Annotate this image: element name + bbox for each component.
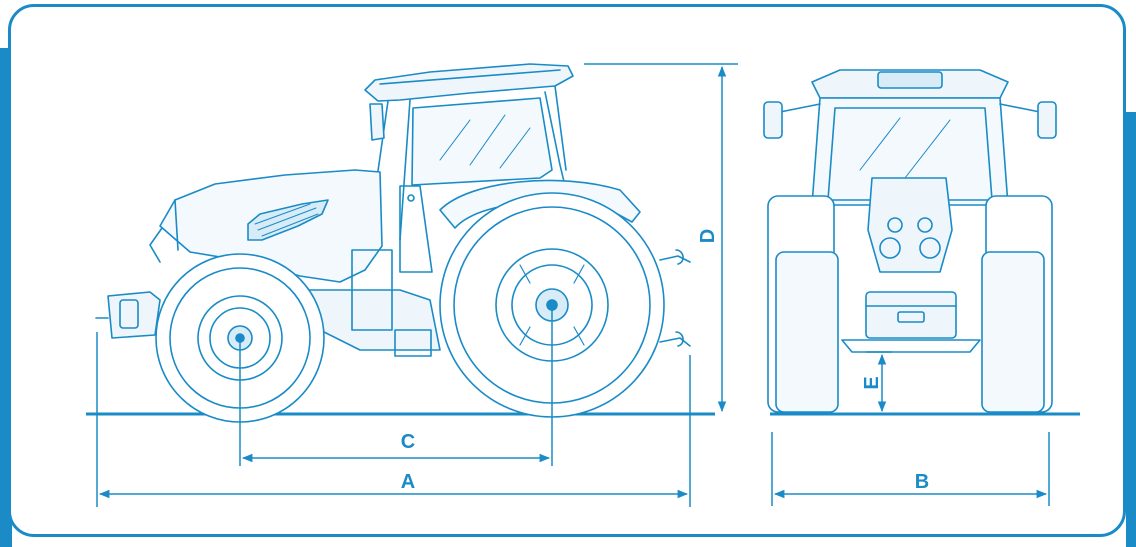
dimension-b-label: B bbox=[915, 471, 929, 493]
dimension-e-label: E bbox=[861, 376, 883, 389]
dimension-a-label: A bbox=[401, 471, 415, 493]
dimension-d-label: D bbox=[697, 229, 719, 243]
dimension-c-label: C bbox=[401, 431, 415, 453]
tractor-front-view bbox=[763, 69, 1057, 413]
tractor-side-view bbox=[95, 63, 691, 423]
right-edge-accent bbox=[1126, 112, 1136, 547]
dimension-lines bbox=[96, 63, 1050, 507]
